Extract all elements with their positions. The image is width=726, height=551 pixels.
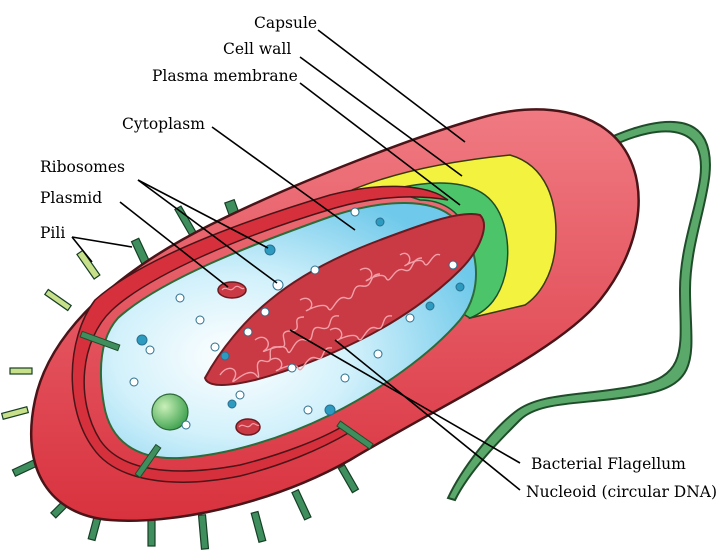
label-flagellum: Bacterial Flagellum xyxy=(531,455,686,473)
label-ribosomes: Ribosomes xyxy=(40,158,125,176)
label-cytoplasm: Cytoplasm xyxy=(122,115,205,133)
leader-pili-1 xyxy=(72,237,132,247)
label-plasma-membrane: Plasma membrane xyxy=(152,67,298,85)
label-cell-wall: Cell wall xyxy=(223,40,291,58)
label-nucleoid: Nucleoid (circular DNA) xyxy=(526,483,717,501)
label-capsule: Capsule xyxy=(254,14,317,32)
label-plasmid: Plasmid xyxy=(40,189,102,207)
label-pili: Pili xyxy=(40,224,65,242)
